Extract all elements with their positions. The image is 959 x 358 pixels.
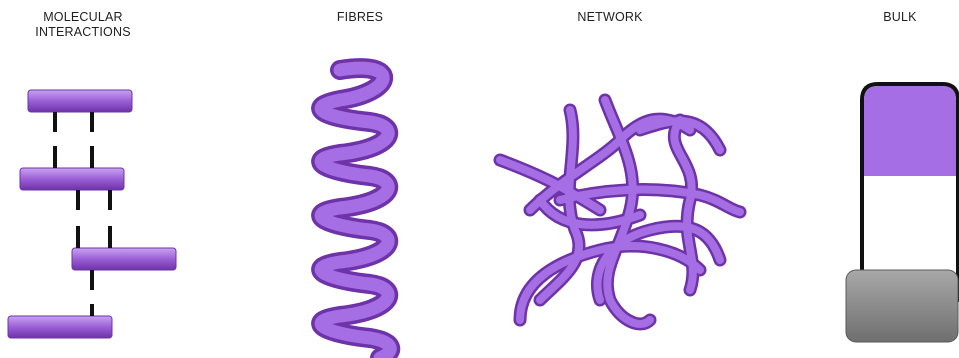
- molecule-bar-4: [8, 316, 112, 338]
- molecule-bar-3: [72, 248, 176, 270]
- helix-fibre-icon: [321, 68, 390, 358]
- vial-purple-fill: [864, 86, 956, 176]
- molecule-bar-2: [20, 168, 124, 190]
- molecular-interactions-group: [8, 90, 176, 338]
- interaction-dashes: [55, 112, 110, 316]
- vial-bulk-icon: [846, 84, 958, 342]
- vial-grey-cap: [846, 270, 958, 342]
- molecule-bar-1: [28, 90, 132, 112]
- tangled-network-icon: [500, 100, 740, 324]
